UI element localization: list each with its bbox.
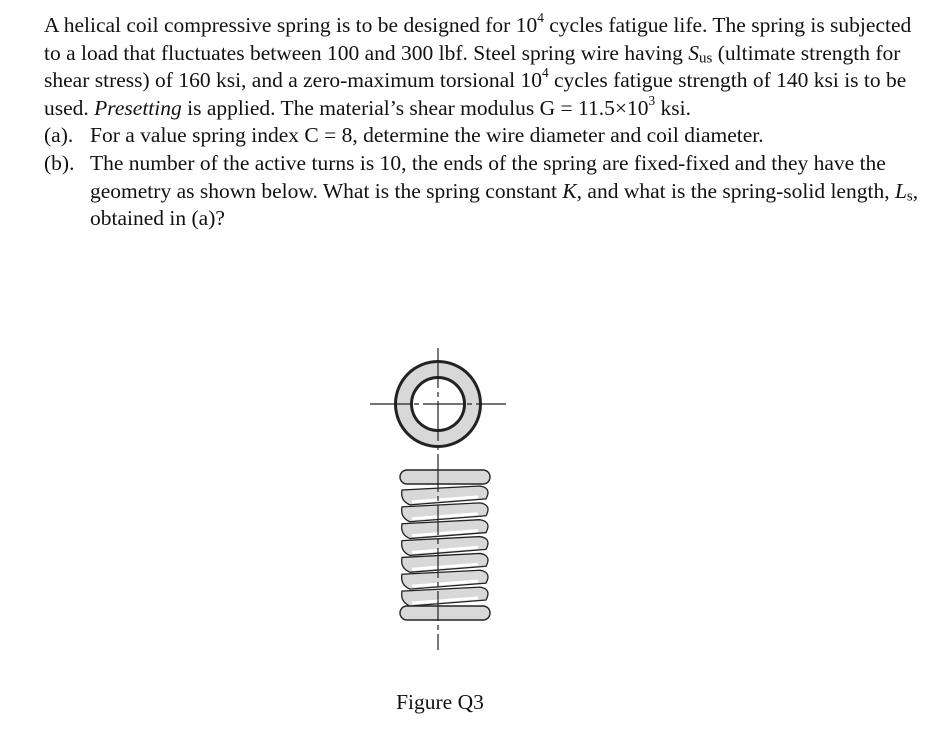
intro-text: cycles fatigue life. The spring is subje… (44, 13, 912, 65)
coil-turns (401, 485, 489, 607)
coil-highlight (411, 596, 479, 605)
part-b-label: (b). (44, 150, 75, 175)
intro-text: ksi. (655, 95, 691, 120)
problem-statement: A helical coil compressive spring is to … (44, 10, 924, 233)
part-b-text: , and what is the spring-solid length, (576, 178, 895, 203)
part-b-text: , obtained in (a)? (90, 178, 919, 231)
solid-length-subscript: s (906, 188, 913, 205)
subscript-us: us (698, 50, 713, 67)
intro-text: is applied. The material’s shear modulus… (181, 95, 649, 120)
exponent: 4 (537, 10, 544, 26)
coil-highlight (411, 562, 479, 571)
spring-constant-symbol: K (562, 178, 577, 203)
coil-end-bottom (399, 605, 491, 621)
coil-highlight (411, 579, 479, 588)
presetting-term: Presetting (94, 95, 182, 120)
side-view (399, 462, 491, 650)
part-a-label: (a). (44, 123, 74, 148)
end-view (370, 348, 506, 462)
figure-caption: Figure Q3 (396, 690, 484, 714)
intro-text: cycles fatigue strength of 140 ksi is to… (44, 68, 907, 120)
part-a: (a). For a value spring index C = 8, det… (44, 122, 924, 150)
exponent: 4 (541, 65, 549, 81)
intro-text: A helical coil compressive spring is to … (44, 13, 538, 37)
coil-end-top (399, 469, 491, 485)
coil-highlight (411, 512, 479, 521)
exponent: 3 (648, 92, 656, 108)
part-b-text: The number of the active turns is 10, th… (90, 150, 886, 203)
helical-spring-drawing-icon (370, 348, 506, 650)
coil-highlight (411, 495, 479, 504)
coil-highlight (411, 529, 479, 538)
part-a-text: For a value spring index C = 8, determin… (90, 123, 764, 148)
solid-length-symbol: L (894, 178, 907, 203)
spring-figure (340, 340, 540, 680)
problem-intro: A helical coil compressive spring is to … (44, 10, 924, 122)
part-b: (b). The number of the active turns is 1… (44, 150, 924, 233)
symbol-s: S (688, 40, 699, 65)
coil-highlight (411, 545, 479, 554)
intro-text: (ultimate strength for shear stress) of … (44, 40, 901, 93)
